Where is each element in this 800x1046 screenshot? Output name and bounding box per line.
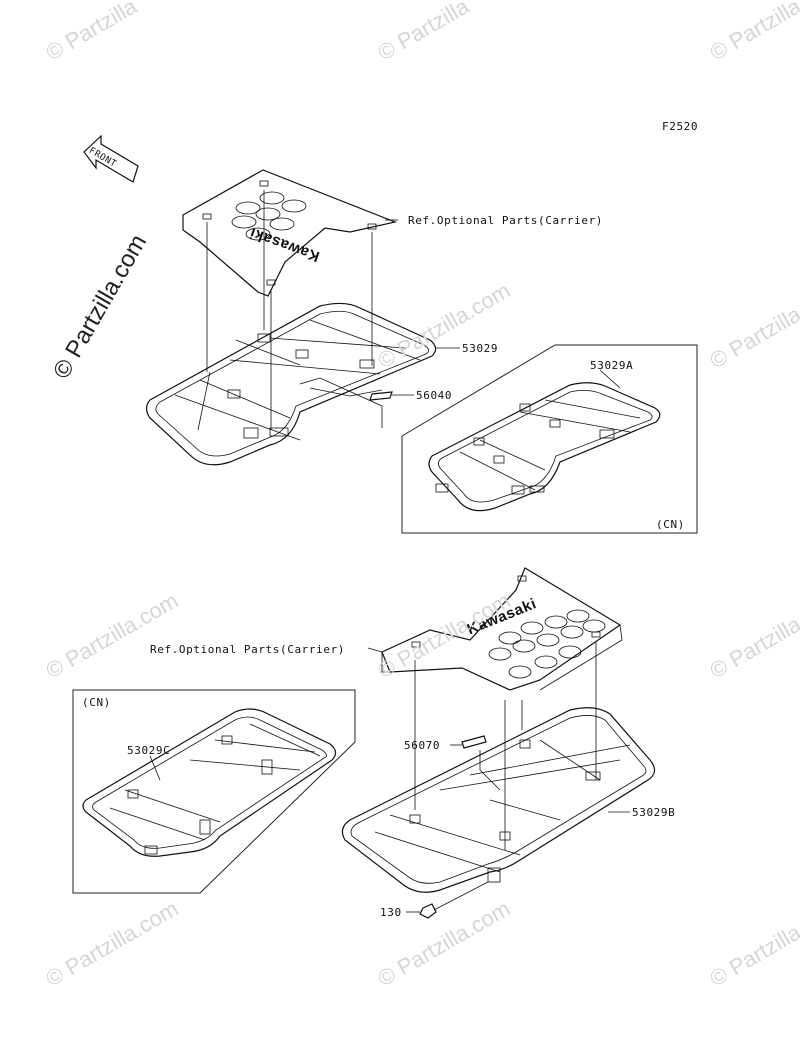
cn-box-bottom — [72, 689, 356, 894]
cn-top-label: (CN) — [656, 518, 685, 531]
part-53029A-label: 53029A — [590, 359, 634, 372]
bottom-carrier-plate — [381, 567, 623, 691]
bolt-130 — [406, 881, 489, 919]
ref-optional-parts-top: Ref.Optional Parts(Carrier) — [408, 214, 604, 227]
rack-53029A — [428, 382, 661, 512]
rack-53029C — [82, 708, 337, 857]
part-53029C-label: 53029C — [127, 744, 171, 757]
part-130-label: 130 — [380, 906, 402, 919]
front-arrow-icon — [83, 134, 139, 183]
rack-53029 — [145, 302, 437, 466]
ref-optional-parts-bottom: Ref.Optional Parts(Carrier) — [150, 643, 346, 656]
cn-box-top — [401, 344, 698, 534]
part-56040-label: 56040 — [416, 389, 453, 402]
rack-53029B — [341, 707, 656, 893]
part-53029-label: 53029 — [462, 342, 499, 355]
part-56070-label: 56070 — [404, 739, 441, 752]
part-53029B-label: 53029B — [632, 806, 676, 819]
cn-bottom-label: (CN) — [82, 696, 111, 709]
top-carrier-plate — [182, 169, 398, 297]
figure-code: F2520 — [662, 120, 699, 133]
